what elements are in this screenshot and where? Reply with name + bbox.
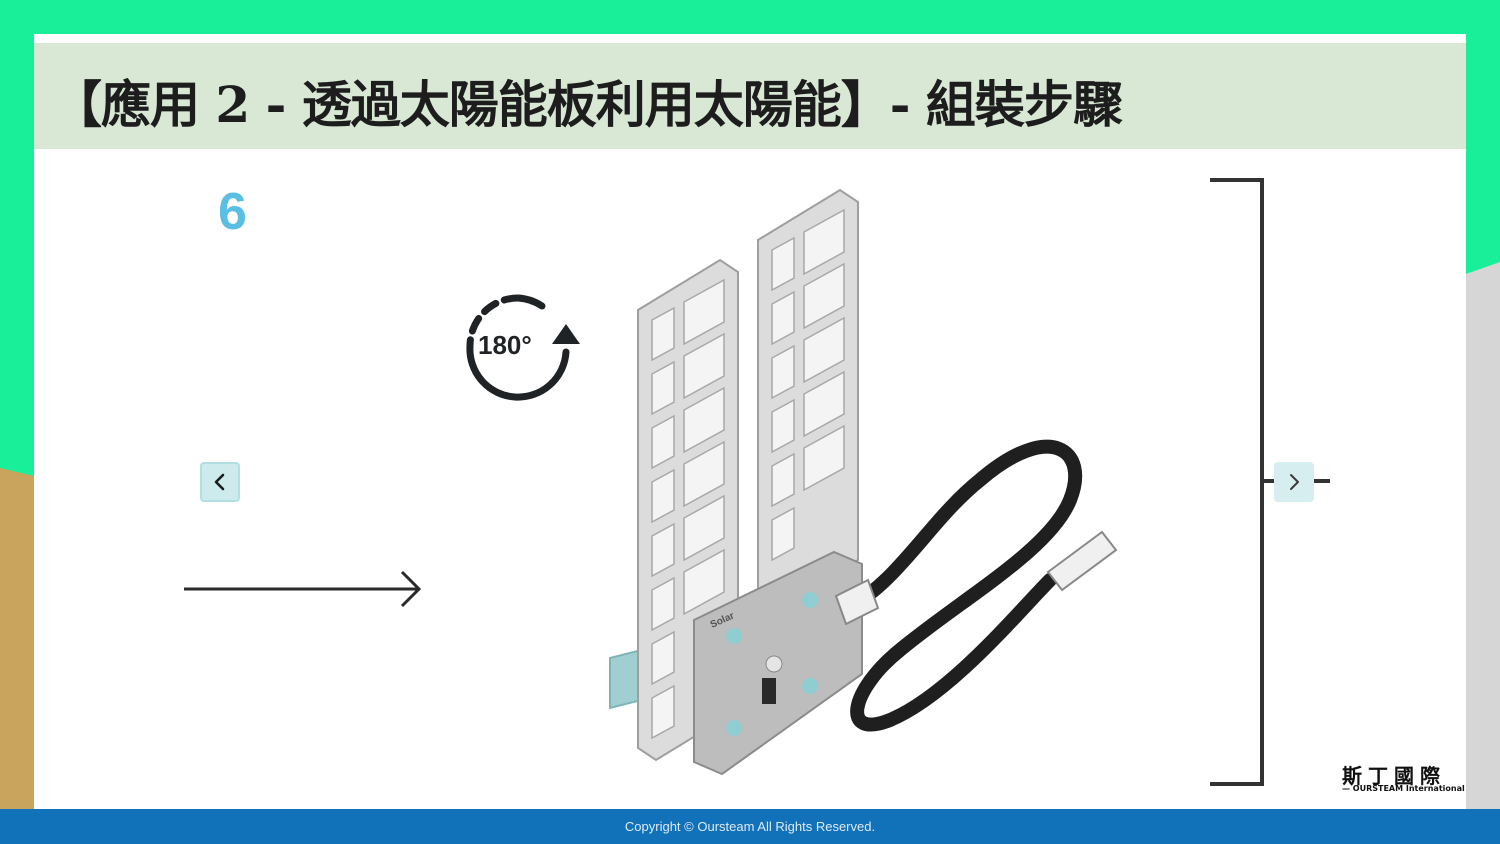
page-title: 【應用 2 - 透過太陽能板利用太陽能】- 組裝步驟 [52,75,1123,134]
direction-arrow-icon [182,568,427,614]
chevron-right-icon [1290,474,1299,490]
rotate-label: 180° [478,330,532,360]
logo-chinese-name: 斯丁國際 [1342,764,1446,788]
chevron-left-icon [214,473,225,491]
copyright-text: Copyright © Oursteam All Rights Reserved… [624,819,876,834]
step-number: 6 [218,183,247,241]
footer-bar: Copyright © Oursteam All Rights Reserved… [0,809,1500,844]
rotate-180-icon: 180° [458,290,588,409]
oursteam-logo: 斯丁國際 — OURSTEAM International [1342,760,1465,796]
solar-model-illustration: Solar [600,180,1160,784]
previous-button[interactable] [200,462,240,502]
logo-english-name: — OURSTEAM International [1342,784,1465,793]
title-band: 【應用 2 - 透過太陽能板利用太陽能】- 組裝步驟 [34,43,1466,149]
next-button[interactable] [1274,462,1314,502]
step-bracket [1206,176,1336,792]
